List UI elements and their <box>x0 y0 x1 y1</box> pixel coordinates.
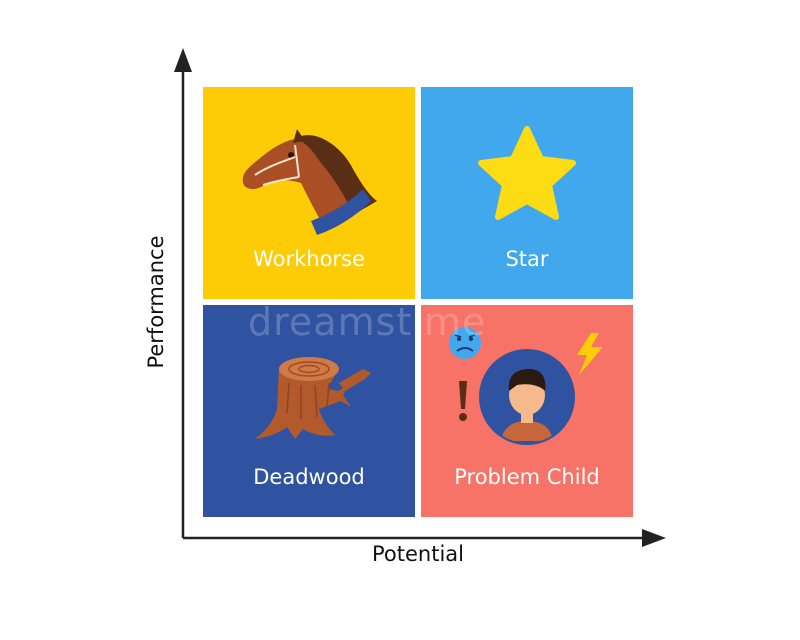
quadrant-label-deadwood: Deadwood <box>253 465 365 489</box>
lightning-icon <box>577 333 603 375</box>
x-axis-arrow-icon <box>642 529 666 547</box>
quadrant-label-star: Star <box>505 247 549 271</box>
y-axis-label: Performance <box>144 235 168 369</box>
quadrant-workhorse: Workhorse <box>203 87 415 299</box>
tree-stump-icon <box>255 357 371 439</box>
quadrant-problem-child: Problem Child <box>421 305 633 517</box>
exclamation-icon <box>459 381 467 421</box>
star-icon <box>478 126 576 220</box>
y-axis-arrow-icon <box>174 48 192 72</box>
quadrant-label-problem-child: Problem Child <box>454 465 600 489</box>
quadrant-deadwood: Deadwood <box>203 305 415 517</box>
quadrant-star: Star <box>421 87 633 299</box>
troubled-child-icon <box>449 327 603 445</box>
horse-head-icon <box>242 129 377 235</box>
x-axis-label: Potential <box>372 542 464 566</box>
sad-face-icon <box>449 327 481 359</box>
quadrant-label-workhorse: Workhorse <box>253 247 365 271</box>
